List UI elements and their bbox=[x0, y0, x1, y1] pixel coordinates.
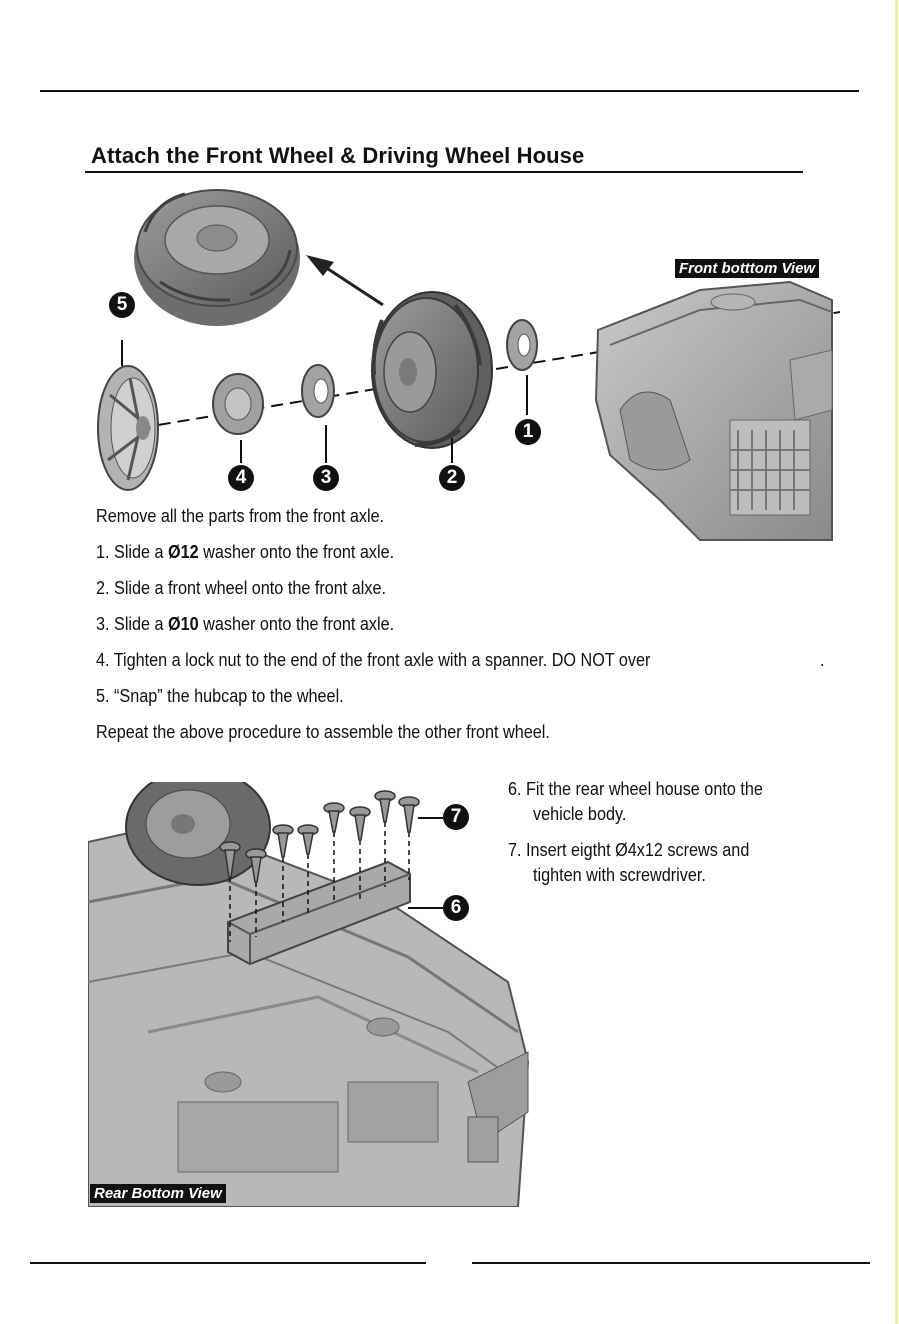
callout-2: 2 bbox=[439, 465, 465, 491]
front-intro: Remove all the parts from the front axle… bbox=[96, 506, 385, 526]
rear-bottom-view-label: Rear Bottom View bbox=[90, 1184, 226, 1203]
callout-4: 4 bbox=[228, 465, 254, 491]
front-step-4-end: . bbox=[820, 650, 825, 670]
front-step-3: 3. Slide a Ø10 washer onto the front axl… bbox=[96, 614, 395, 634]
washer-10-graphic bbox=[301, 364, 335, 418]
front-wheel-graphic bbox=[371, 291, 493, 449]
footer-rule-right bbox=[472, 1262, 870, 1264]
section-title: Attach the Front Wheel & Driving Wheel H… bbox=[91, 143, 585, 168]
washer-12-graphic bbox=[506, 319, 538, 371]
callout-3: 3 bbox=[313, 465, 339, 491]
front-step-4: 4. Tighten a lock nut to the end of the … bbox=[96, 650, 651, 670]
page-edge bbox=[895, 0, 898, 1324]
hubcap-graphic bbox=[97, 365, 159, 491]
callout-6: 6 bbox=[443, 895, 469, 921]
front-repeat-note: Repeat the above procedure to assemble t… bbox=[96, 722, 550, 742]
front-wheel-illustration bbox=[97, 189, 841, 541]
rear-step-6-line2: vehicle body. bbox=[533, 804, 627, 824]
front-bottom-view-label: Front botttom View bbox=[675, 259, 820, 278]
spare-tire-graphic bbox=[134, 189, 300, 326]
rear-step-7-line2: tighten with screwdriver. bbox=[533, 865, 706, 885]
vehicle-front-graphic bbox=[594, 280, 833, 541]
header-rule bbox=[40, 90, 859, 92]
callout-5: 5 bbox=[109, 292, 135, 318]
front-step-1: 1. Slide a Ø12 washer onto the front axl… bbox=[96, 542, 395, 562]
front-step-2: 2. Slide a front wheel onto the front al… bbox=[96, 578, 386, 598]
callout-7: 7 bbox=[443, 804, 469, 830]
front-step-5: 5. “Snap” the hubcap to the wheel. bbox=[96, 686, 344, 706]
section-title-underline bbox=[85, 171, 803, 173]
footer-rule-left bbox=[30, 1262, 426, 1264]
rear-step-6-line1: 6. Fit the rear wheel house onto the bbox=[508, 779, 763, 799]
lock-nut-graphic bbox=[212, 373, 264, 435]
callout-1: 1 bbox=[515, 419, 541, 445]
rear-step-7-line1: 7. Insert eigtht Ø4x12 screws and bbox=[508, 840, 750, 860]
rear-wheel-house-illustration bbox=[88, 782, 538, 1207]
